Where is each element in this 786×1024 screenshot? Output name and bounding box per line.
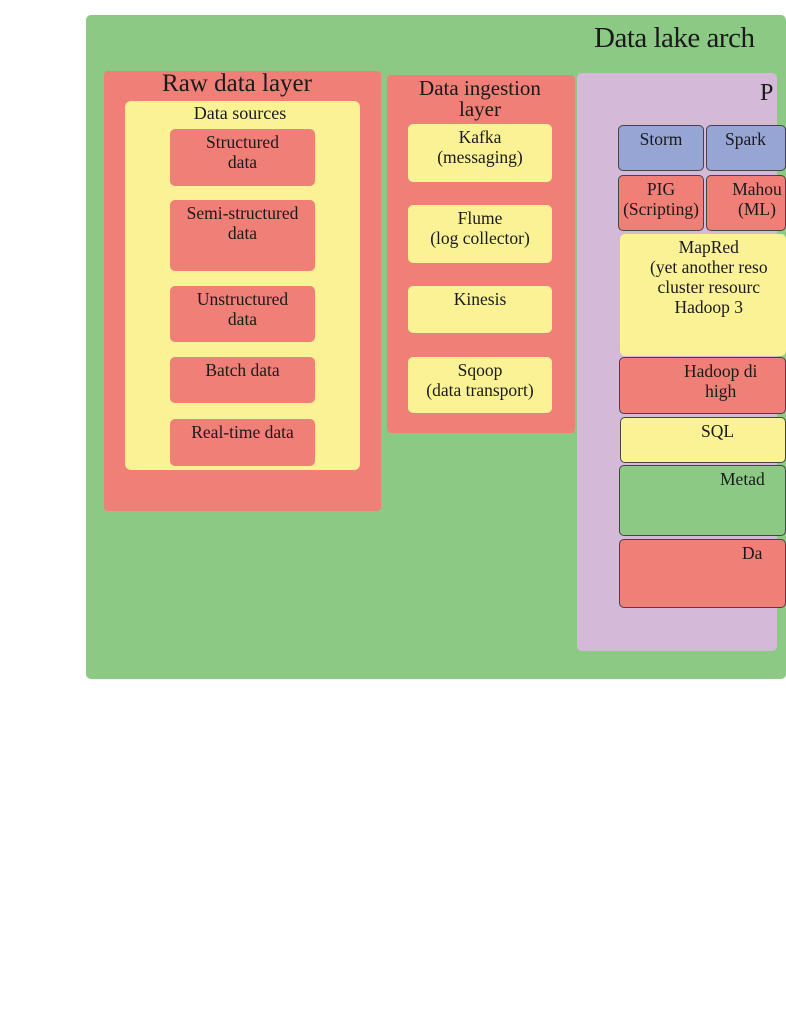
source-unstructured-data: Unstructured data	[170, 286, 315, 342]
metadata-box: Metad	[619, 465, 786, 536]
processing-layer-title: P	[760, 80, 774, 106]
data-box: Da	[619, 539, 786, 608]
tool-pig: PIG (Scripting)	[618, 175, 704, 231]
mapreduce-yarn-box: MapRed (yet another reso cluster resourc…	[620, 234, 786, 356]
ingest-sqoop: Sqoop (data transport)	[408, 357, 552, 413]
tool-storm: Storm	[618, 125, 704, 171]
data-ingestion-layer-title: Data ingestion layer	[419, 76, 541, 121]
source-real-time-data: Real-time data	[170, 419, 315, 466]
tool-mahout: Mahou (ML)	[706, 175, 786, 231]
hdfs-box: Hadoop di high	[619, 357, 786, 414]
data-sources-title: Data sources	[193, 103, 287, 123]
ingest-flume: Flume (log collector)	[408, 205, 552, 263]
source-batch-data: Batch data	[170, 357, 315, 403]
ingest-kinesis: Kinesis	[408, 286, 552, 333]
sql-box: SQL	[620, 417, 786, 463]
source-structured-data: Structured data	[170, 129, 315, 186]
ingest-kafka: Kafka (messaging)	[408, 124, 552, 182]
diagram-title: Data lake arch	[594, 22, 755, 54]
source-semi-structured-data: Semi-structured data	[170, 200, 315, 271]
raw-data-layer-title: Raw data layer	[162, 70, 312, 97]
tool-spark: Spark	[706, 125, 786, 171]
